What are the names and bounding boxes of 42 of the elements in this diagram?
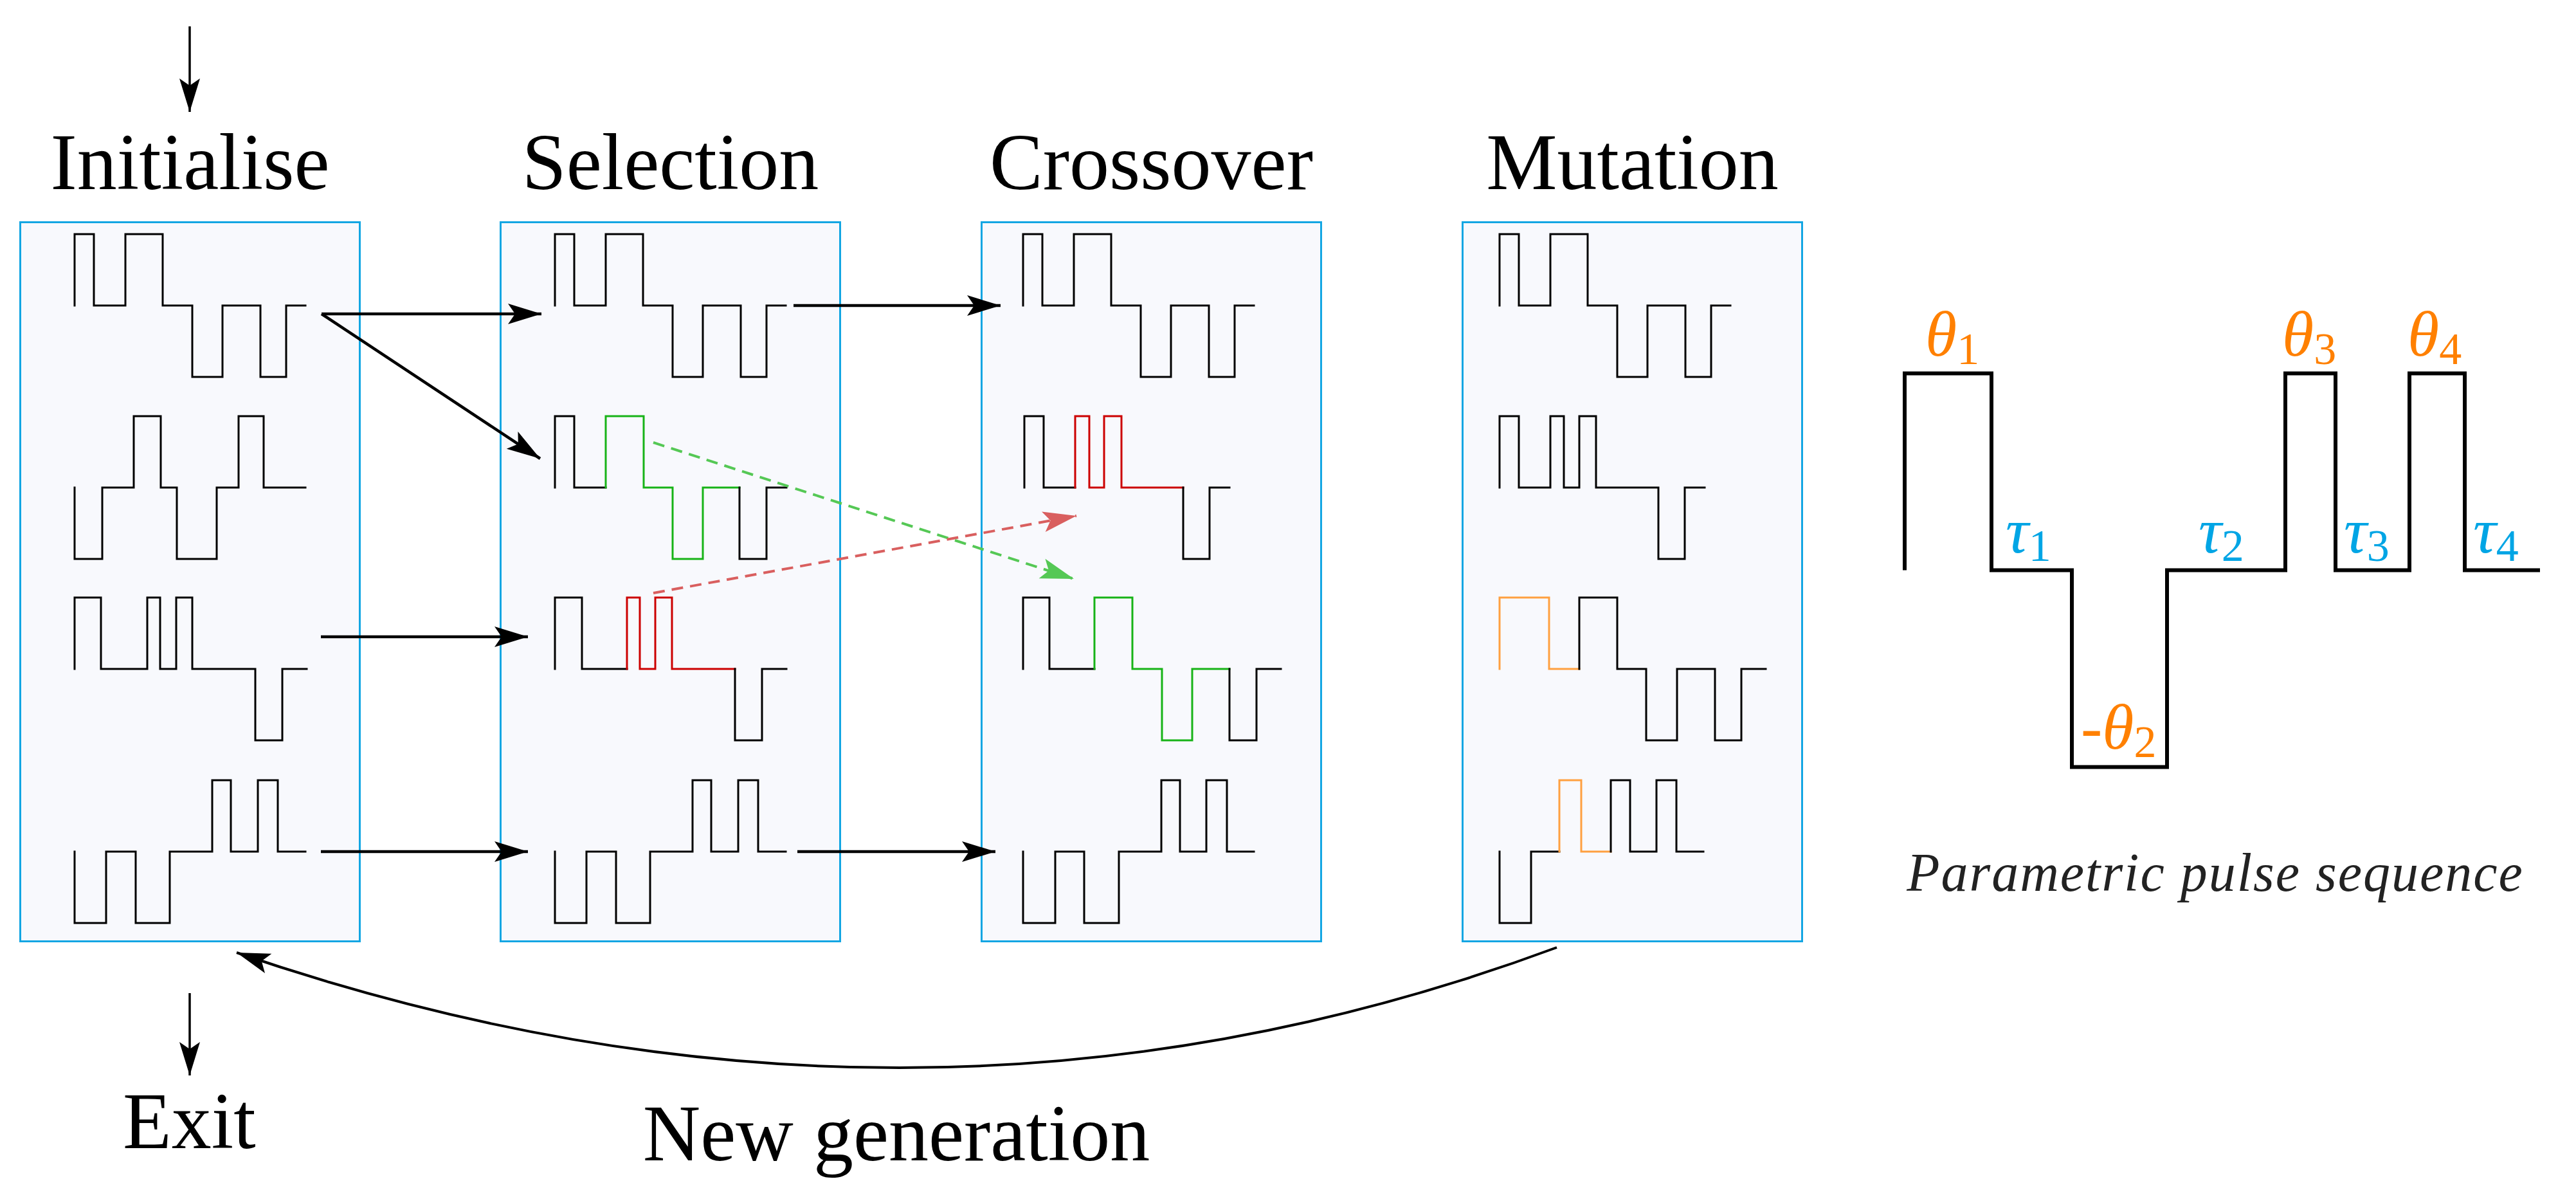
waveform-drawing <box>1021 232 1256 379</box>
waveform-drawing <box>1021 596 1283 742</box>
waveform-drawing <box>553 232 788 379</box>
parameter-label: τ$_{2}$ <box>2199 497 2244 565</box>
waveform-drawing <box>553 414 788 561</box>
waveform-drawing <box>1498 232 1732 379</box>
parameter-label: -θ$_{2}$ <box>2081 693 2157 761</box>
stage-heading: Mutation <box>1486 119 1779 207</box>
edge-label: New generation <box>642 1090 1150 1178</box>
waveform-drawing <box>73 232 307 379</box>
waveform-drawing <box>1021 778 1256 925</box>
waveform-drawing <box>553 778 788 925</box>
arrow <box>794 295 1001 316</box>
caption: Parametric pulse sequence <box>1907 842 2524 904</box>
parameter-label: τ$_{4}$ <box>2473 497 2519 565</box>
curved-arrow <box>236 946 1557 1069</box>
parameter-label: τ$_{3}$ <box>2344 497 2390 565</box>
parameter-label: θ$_{1}$ <box>1925 300 1980 368</box>
arrow <box>179 26 200 112</box>
waveform-drawing <box>73 596 309 742</box>
waveform-drawing <box>1498 414 1707 561</box>
arrow <box>321 841 528 862</box>
text-label: Exit <box>123 1078 256 1166</box>
waveform-drawing <box>1498 778 1705 925</box>
arrow <box>179 993 200 1075</box>
arrow <box>797 841 995 862</box>
stage-heading: Initialise <box>50 119 330 207</box>
waveform-drawing <box>73 778 307 925</box>
stage-heading: Crossover <box>990 119 1313 207</box>
parameter-label: θ$_{3}$ <box>2282 300 2337 368</box>
parameter-label: τ$_{1}$ <box>2006 497 2051 565</box>
waveform-drawing <box>73 414 307 561</box>
waveform-drawing <box>1022 414 1231 561</box>
arrow <box>321 626 528 647</box>
waveform-drawing <box>1498 596 1768 742</box>
parameter-label: θ$_{4}$ <box>2408 300 2462 368</box>
arrow <box>322 304 541 324</box>
waveform-drawing <box>553 596 788 742</box>
dashed-arrow <box>653 441 1075 580</box>
arrow <box>320 313 541 460</box>
dashed-arrow <box>653 511 1077 594</box>
stage-heading: Selection <box>522 119 819 207</box>
